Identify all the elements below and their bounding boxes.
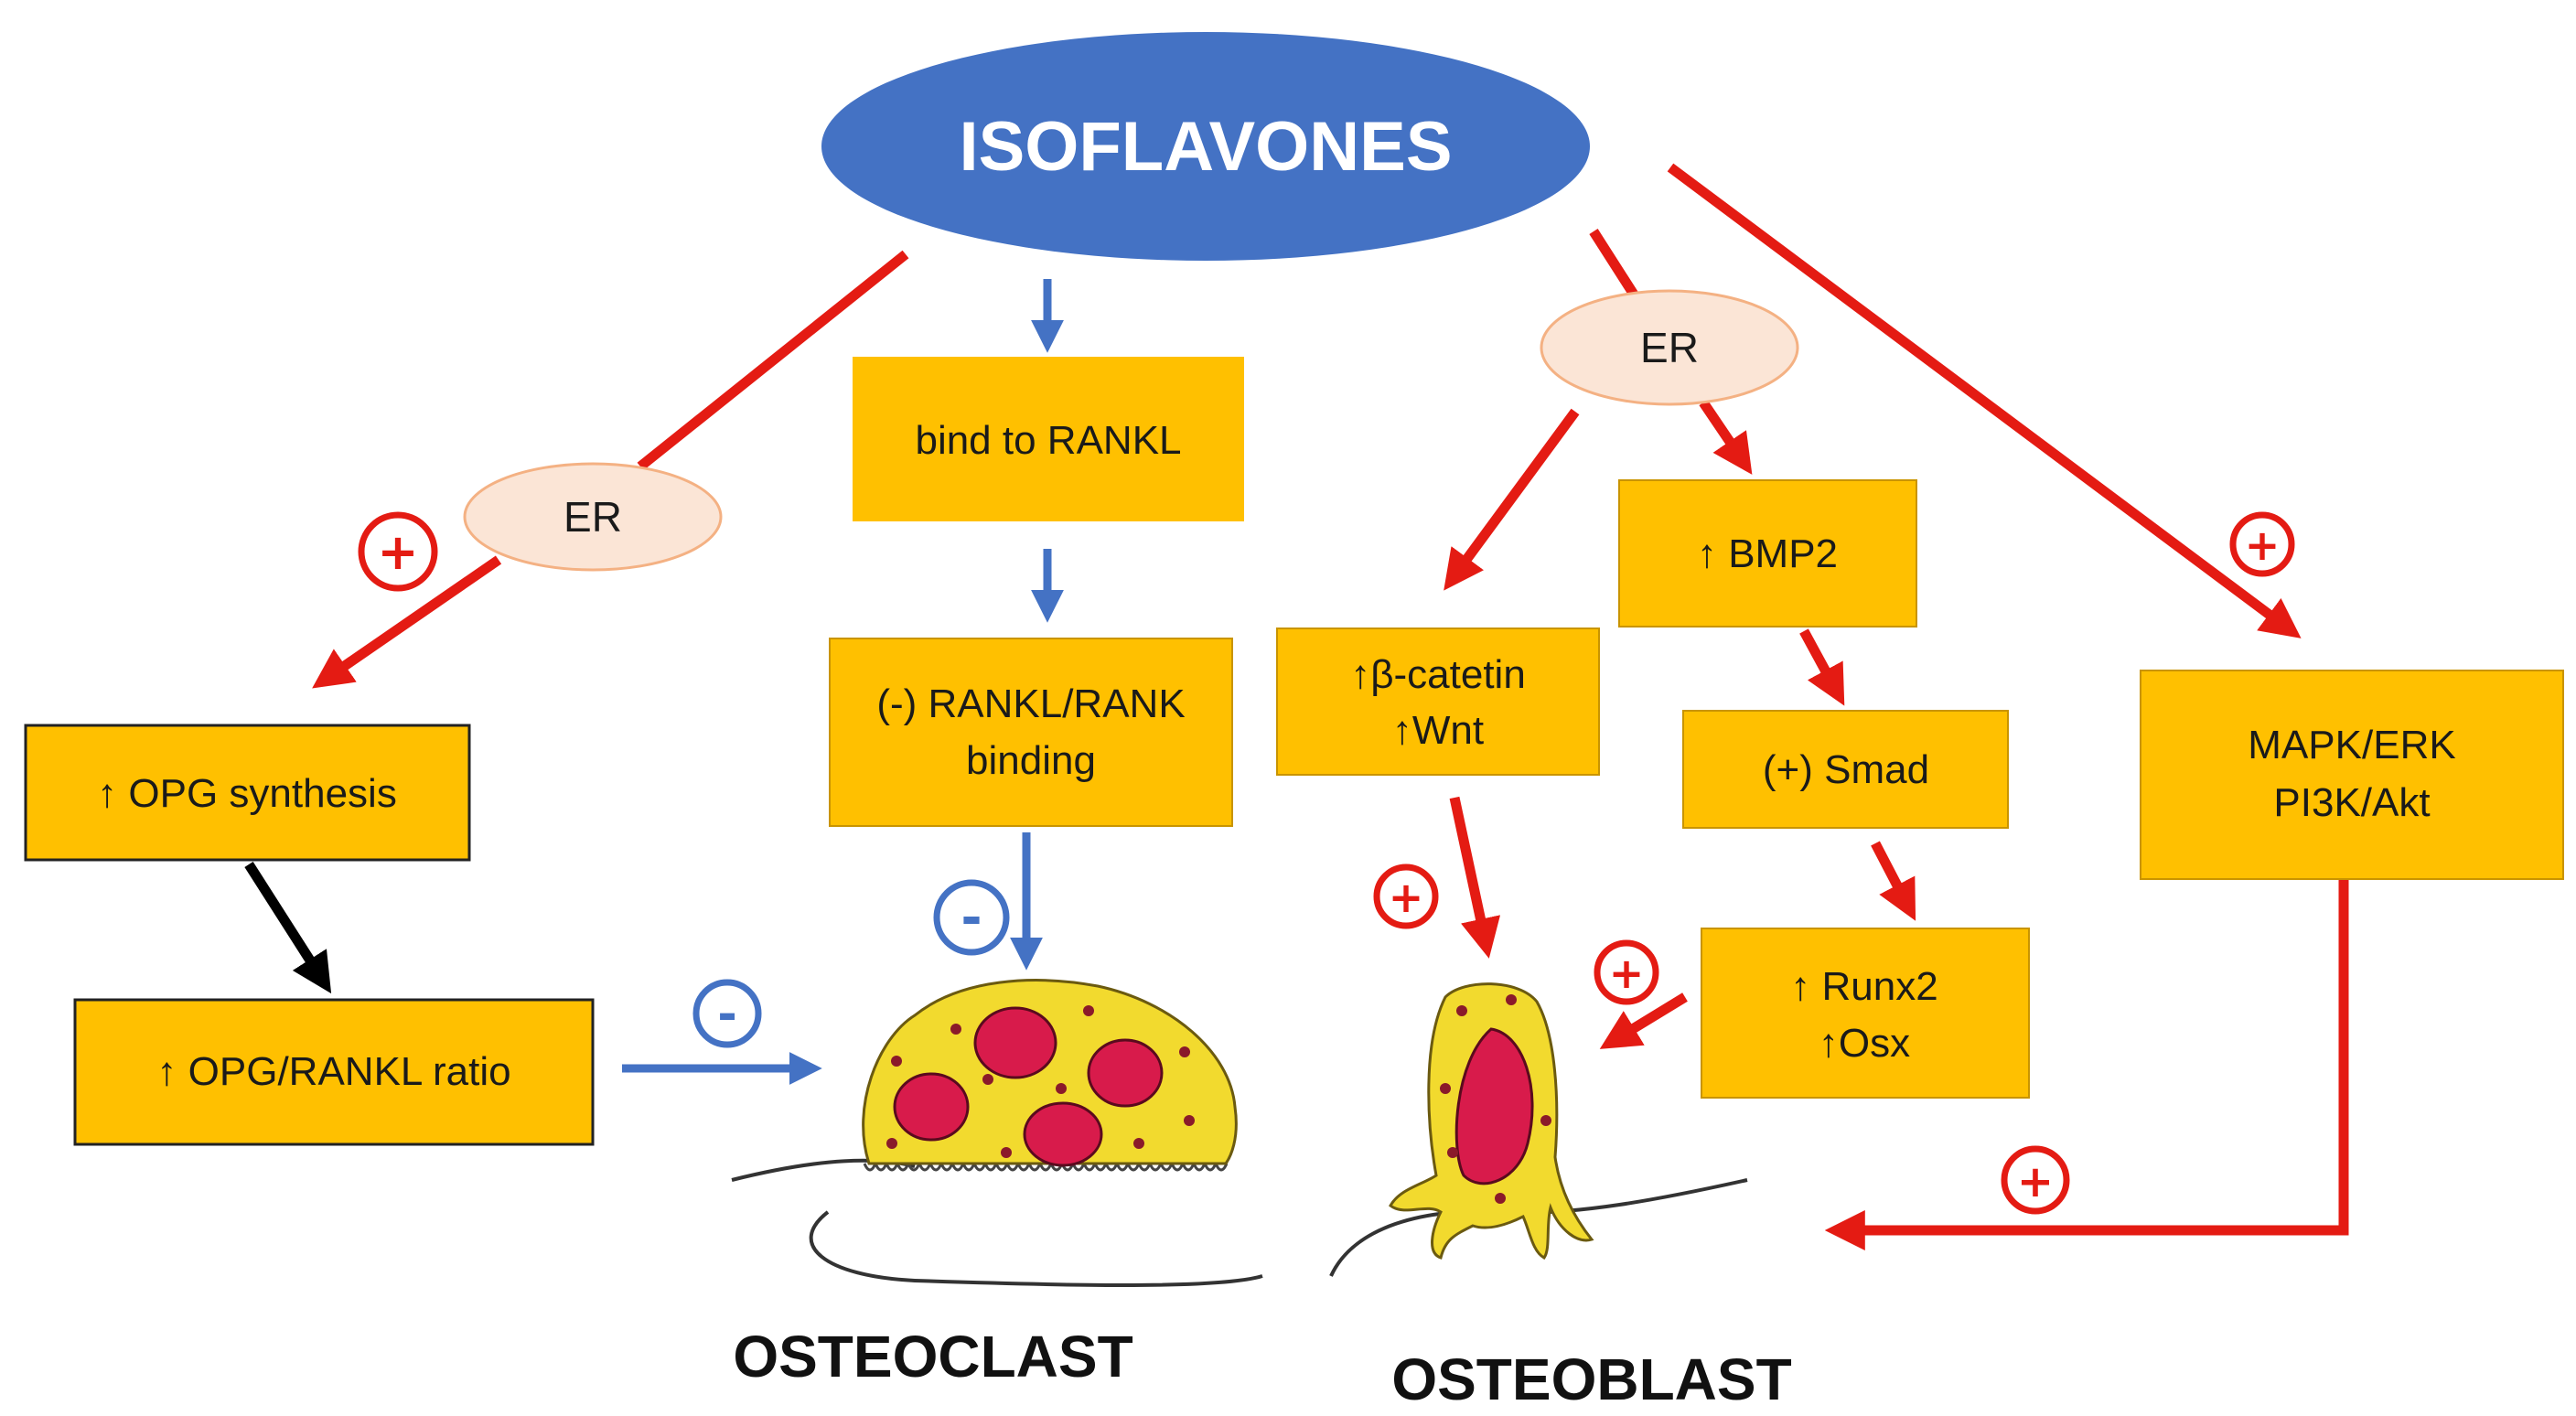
- osteoclast-nucleus-2: [1087, 1038, 1164, 1108]
- mapk-text-line1: MAPK/ERK: [2248, 723, 2455, 767]
- mapk-rect: [2140, 670, 2564, 880]
- osteoclast-label: OSTEOCLAST: [733, 1324, 1132, 1389]
- bind-rankl-box: bind to RANKL: [853, 357, 1244, 521]
- svg-text:+: +: [2017, 1156, 2054, 1207]
- osteoclast-nucleus-3: [893, 1072, 970, 1142]
- smad-rect: [1682, 710, 2009, 829]
- osteoclast-nucleus-4: [1023, 1101, 1103, 1167]
- svg-text:+: +: [377, 523, 418, 581]
- plus-sign-beta-catenin: +: [1373, 864, 1439, 929]
- arrow-isoflavones-to-right-er: [1589, 229, 1640, 300]
- beta-catenin-text-line2: ↑Wnt: [1392, 708, 1484, 753]
- svg-text:-: -: [717, 987, 737, 1042]
- opg-synthesis-text: ↑ OPG synthesis: [97, 771, 397, 816]
- osteoclast-nucleus-1: [973, 1006, 1057, 1079]
- osteoclast-ruffled-border: [863, 1160, 1229, 1172]
- beta-catenin-text-line1: ↑β-catetin: [1350, 652, 1526, 697]
- svg-text:+: +: [1609, 949, 1645, 998]
- svg-text:+: +: [2245, 520, 2281, 570]
- plus-sign-runx2: +: [1594, 939, 1659, 1005]
- minus-sign-ratio: -: [692, 979, 762, 1048]
- arrow-left-er-to-opg-synthesis: [312, 555, 502, 689]
- svg-text:-: -: [961, 888, 982, 948]
- plus-sign-left-er: +: [358, 511, 438, 592]
- svg-text:+: +: [1389, 873, 1424, 922]
- runx2-text-line1: ↑ Runx2: [1790, 964, 1937, 1009]
- runx2-text-line2: ↑Osx: [1819, 1021, 1910, 1066]
- beta-catenin-rect: [1276, 628, 1600, 776]
- arrow-runx2-to-osteoblast: [1599, 992, 1688, 1049]
- opg-synthesis-box: ↑ OPG synthesis: [24, 724, 471, 862]
- left-er-label: ER: [564, 493, 622, 541]
- opg-synthesis-rect: [24, 724, 471, 862]
- right-er-ellipse: [1540, 289, 1799, 406]
- osteoclast-granules: [886, 1005, 1195, 1158]
- arrow-bmp2-to-smad: [1799, 628, 1845, 706]
- minus-sign-rankl-rank: -: [933, 879, 1010, 956]
- right-er-node: ER: [1540, 289, 1799, 406]
- left-er-ellipse: [463, 462, 723, 572]
- arrow-opg-synthesis-to-ratio: [244, 862, 332, 994]
- right-er-label: ER: [1640, 324, 1699, 371]
- runx2-rect: [1701, 928, 2030, 1099]
- plus-sign-mapk-to-osteoblast: +: [2001, 1145, 2070, 1215]
- osteoblast-label: OSTEOBLAST: [1391, 1346, 1791, 1412]
- opg-rankl-ratio-box: ↑ OPG/RANKL ratio: [73, 998, 595, 1146]
- rankl-rank-text-line1: (-) RANKL/RANK: [876, 681, 1185, 726]
- bmp2-text: ↑ BMP2: [1697, 531, 1838, 576]
- isoflavones-title: ISOFLAVONES: [959, 108, 1452, 186]
- osteoclast-cell: [862, 979, 1238, 1172]
- rankl-rank-box: (-) RANKL/RANK binding: [829, 638, 1233, 827]
- bind-rankl-text: bind to RANKL: [915, 418, 1181, 463]
- rankl-rank-text-line2: binding: [966, 738, 1096, 783]
- left-er-node: ER: [463, 462, 723, 572]
- bone-surface-line-under-osteoclast: [809, 1210, 1263, 1287]
- mapk-box: MAPK/ERK PI3K/Akt: [2140, 670, 2564, 880]
- osteoblast-nucleus: [1454, 1027, 1534, 1185]
- arrow-right-er-to-bmp2: [1699, 399, 1753, 475]
- bmp2-rect: [1618, 479, 1917, 628]
- smad-text: (+) Smad: [1763, 747, 1929, 792]
- rankl-rank-rect: [829, 638, 1233, 827]
- arrow-isoflavones-to-mapk: [1667, 163, 2302, 638]
- opg-rankl-ratio-rect: [73, 998, 595, 1146]
- beta-catenin-box: ↑β-catetin ↑Wnt: [1276, 628, 1600, 776]
- bmp2-box: ↑ BMP2: [1618, 479, 1917, 628]
- arrow-beta-catenin-to-osteoblast: [1449, 796, 1501, 959]
- arrow-mapk-to-osteoblast: [1824, 880, 2349, 1250]
- isoflavones-node: ISOFLAVONES: [821, 32, 1590, 261]
- smad-box: (+) Smad: [1682, 710, 2009, 829]
- opg-rankl-ratio-text: ↑ OPG/RANKL ratio: [156, 1049, 510, 1094]
- osteoblast-granules: [1440, 994, 1551, 1204]
- isoflavones-ellipse: [821, 32, 1590, 261]
- bind-rankl-rect: [853, 357, 1244, 521]
- mapk-text-line2: PI3K/Akt: [2273, 780, 2430, 825]
- arrow-right-er-to-beta-catenin: [1444, 408, 1580, 591]
- arrow-smad-to-runx2: [1871, 841, 1916, 921]
- osteoblast-cell: [1389, 982, 1594, 1260]
- plus-sign-mapk-branch: +: [2229, 511, 2295, 577]
- runx2-box: ↑ Runx2 ↑Osx: [1701, 928, 2030, 1099]
- arrow-isoflavones-to-left-er: [637, 250, 909, 471]
